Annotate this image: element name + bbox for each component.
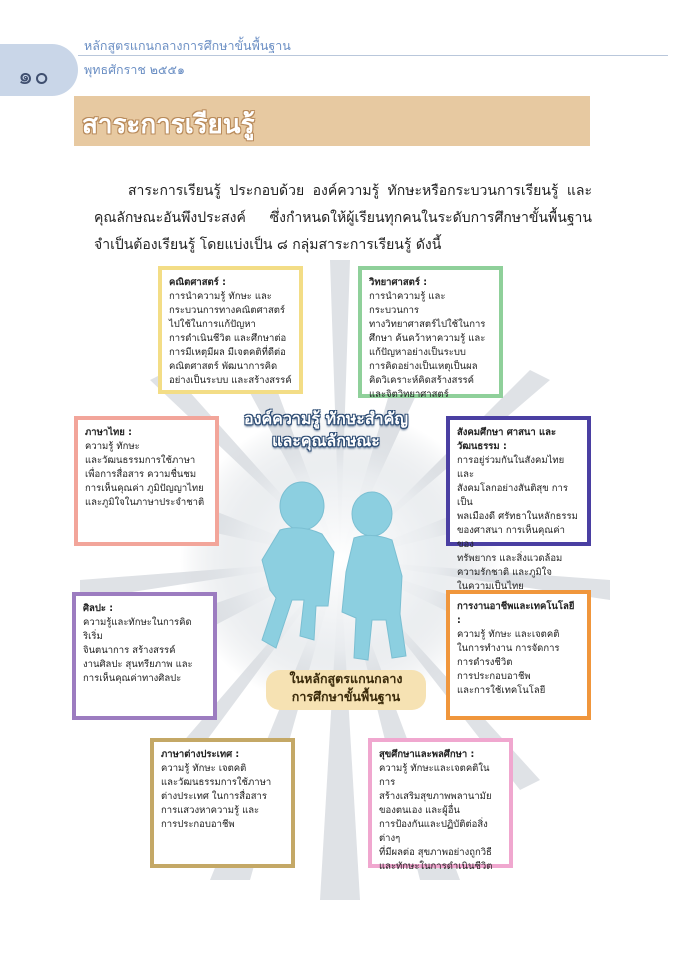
science-line: การคิดอย่างเป็นเหตุเป็นผล xyxy=(369,361,478,372)
science-line: แก้ปัญหาอย่างเป็นระบบ xyxy=(369,347,466,358)
center-title-line1: องค์ความรู้ ทักษะสำคัญ xyxy=(244,409,408,428)
subject-box-foreign-language: ภาษาต่างประเทศ : ความรู้ ทักษะ เจตคติ แล… xyxy=(150,738,295,868)
foreign-line: การแสวงหาความรู้ และ xyxy=(161,805,260,816)
math-line: กระบวนการทางคณิตศาสตร์ xyxy=(169,305,286,316)
center-subtitle: ในหลักสูตรแกนกลาง การศึกษาขั้นพื้นฐาน xyxy=(266,670,426,710)
center-halo xyxy=(180,410,500,710)
subject-box-thai: ภาษาไทย : ความรู้ ทักษะ และวัฒนธรรมการใช… xyxy=(74,416,219,546)
thai-line: เพื่อการสื่อสาร ความชื่นชม xyxy=(85,469,197,480)
children-figures xyxy=(261,481,407,661)
health-line: การป้องกันและปฏิบัติต่อสิ่งต่างๆ xyxy=(379,819,488,844)
career-line: การประกอบอาชีพ xyxy=(457,671,531,682)
center-sub-line1: ในหลักสูตรแกนกลาง xyxy=(289,671,403,686)
career-line: ความรู้ ทักษะ และเจตคติ xyxy=(457,629,560,640)
subject-box-health: สุขศึกษาและพลศึกษา : ความรู้ ทักษะและเจต… xyxy=(368,738,513,872)
health-line: และทักษะในการดำเนินชีวิต xyxy=(379,861,493,872)
science-line: คิดวิเคราะห์คิดสร้างสรรค์ xyxy=(369,375,475,386)
running-year: พุทธศักราช ๒๕๕๑ xyxy=(84,62,185,77)
math-line: การนำความรู้ ทักษะ และ xyxy=(169,291,272,302)
science-title: วิทยาศาสตร์ : xyxy=(369,277,428,288)
career-line: ในการทำงาน การจัดการ xyxy=(457,643,560,654)
section-title: สาระการเรียนรู้ xyxy=(82,110,255,140)
center-title-line2: และคุณลักษณะ xyxy=(272,431,380,450)
center-sub-line2: การศึกษาขั้นพื้นฐาน xyxy=(291,689,401,704)
social-line: สังคมโลกอย่างสันติสุข การเป็น xyxy=(457,483,568,508)
science-line: และจิตวิทยาศาสตร์ xyxy=(369,389,449,400)
center-title: องค์ความรู้ ทักษะสำคัญ และคุณลักษณะ xyxy=(226,408,426,464)
thai-title: ภาษาไทย : xyxy=(85,427,132,438)
foreign-line: การประกอบอาชีพ xyxy=(161,819,235,830)
career-line: และการใช้เทคโนโลยี xyxy=(457,685,546,696)
art-line: การเห็นคุณค่าทางศิลปะ xyxy=(83,673,182,684)
subject-box-art: ศิลปะ : ความรู้และทักษะในการคิดริเริ่ม จ… xyxy=(72,592,217,720)
intro-text: สาระการเรียนรู้ ประกอบด้วย องค์ความรู้ ท… xyxy=(94,183,592,253)
art-title: ศิลปะ : xyxy=(83,603,114,614)
subject-box-science: วิทยาศาสตร์ : การนำความรู้ และกระบวนการ … xyxy=(358,266,503,400)
social-line: การอยู่ร่วมกันในสังคมไทย และ xyxy=(457,455,565,480)
science-line: ศึกษา ค้นคว้าหาความรู้ และ xyxy=(369,333,486,344)
subject-box-career: การงานอาชีพและเทคโนโลยี : ความรู้ ทักษะ … xyxy=(446,590,591,720)
math-line: การดำเนินชีวิต และศึกษาต่อ xyxy=(169,333,287,344)
foreign-title: ภาษาต่างประเทศ : xyxy=(161,749,240,760)
header-rule xyxy=(78,55,668,56)
foreign-line: ต่างประเทศ ในการสื่อสาร xyxy=(161,791,267,802)
social-title: สังคมศึกษา ศาสนา และวัฒนธรรม : xyxy=(457,427,557,452)
art-line: จินตนาการ สร้างสรรค์ xyxy=(83,645,176,656)
social-line: ความรักชาติ และภูมิใจ xyxy=(457,567,552,578)
health-title: สุขศึกษาและพลศึกษา : xyxy=(379,749,475,760)
thai-line: และภูมิใจในภาษาประจำชาติ xyxy=(85,497,205,508)
math-title: คณิตศาสตร์ : xyxy=(169,277,226,288)
social-line: ทรัพยากร และสิ่งแวดล้อม xyxy=(457,553,563,564)
health-line: ความรู้ ทักษะและเจตคติในการ xyxy=(379,763,490,788)
running-title: หลักสูตรแกนกลางการศึกษาขั้นพื้นฐาน xyxy=(84,38,291,53)
art-line: ความรู้และทักษะในการคิดริเริ่ม xyxy=(83,617,192,642)
social-line: ในความเป็นไทย xyxy=(457,581,524,592)
math-line: ไปใช้ในการแก้ปัญหา xyxy=(169,319,256,330)
page-number: ๑๐ xyxy=(18,62,50,90)
foreign-line: ความรู้ ทักษะ เจตคติ xyxy=(161,763,247,774)
subject-box-social: สังคมศึกษา ศาสนา และวัฒนธรรม : การอยู่ร่… xyxy=(446,416,591,592)
science-line: การนำความรู้ และกระบวนการ xyxy=(369,291,446,316)
foreign-line: และวัฒนธรรมการใช้ภาษา xyxy=(161,777,272,788)
subject-box-math: คณิตศาสตร์ : การนำความรู้ ทักษะ และ กระบ… xyxy=(158,266,303,394)
math-line: การมีเหตุมีผล มีเจตคติที่ดีต่อ xyxy=(169,347,286,358)
social-line: พลเมืองดี ศรัทธาในหลักธรรม xyxy=(457,511,578,522)
career-line: การดำรงชีวิต xyxy=(457,657,513,668)
thai-line: การเห็นคุณค่า ภูมิปัญญาไทย xyxy=(85,483,204,494)
math-line: คณิตศาสตร์ พัฒนาการคิด xyxy=(169,361,278,372)
health-line: สร้างเสริมสุขภาพพลานามัย xyxy=(379,791,492,802)
social-line: ของศาสนา การเห็นคุณค่าของ xyxy=(457,525,565,550)
art-line: งานศิลปะ สุนทรียภาพ และ xyxy=(83,659,193,670)
science-line: ทางวิทยาศาสตร์ไปใช้ในการ xyxy=(369,319,486,330)
section-banner: สาระการเรียนรู้ xyxy=(74,96,590,146)
intro-paragraph: สาระการเรียนรู้ ประกอบด้วย องค์ความรู้ ท… xyxy=(94,178,592,259)
health-line: ที่มีผลต่อ สุขภาพอย่างถูกวิธี xyxy=(379,847,492,858)
thai-line: ความรู้ ทักษะ xyxy=(85,441,140,452)
math-line: อย่างเป็นระบบ และสร้างสรรค์ xyxy=(169,375,292,386)
career-title: การงานอาชีพและเทคโนโลยี : xyxy=(457,601,575,626)
thai-line: และวัฒนธรรมการใช้ภาษา xyxy=(85,455,196,466)
page-tab xyxy=(0,44,78,96)
health-line: ของตนเอง และผู้อื่น xyxy=(379,805,460,816)
